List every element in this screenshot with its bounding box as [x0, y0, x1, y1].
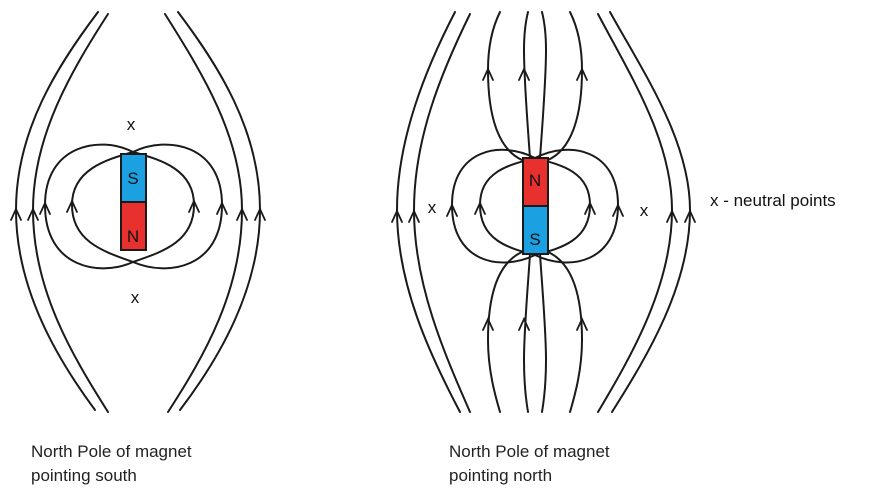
right-caption: North Pole of magnet pointing north	[449, 440, 610, 488]
left-field-line-outer-1	[16, 12, 98, 410]
right-field-line-top-4	[548, 12, 582, 160]
left-diagram: S N x x	[11, 12, 265, 412]
right-magnet-label-s: S	[529, 230, 540, 249]
left-caption-line-1: North Pole of magnet	[31, 440, 192, 464]
right-field-line-bottom-3	[540, 254, 546, 412]
left-loop-outer-left	[45, 145, 133, 269]
right-magnet-label-n: N	[529, 171, 541, 190]
right-field-line-bottom-4	[548, 252, 582, 412]
right-field-line-bottom-1	[488, 252, 522, 412]
left-neutral-point-top: x	[127, 115, 136, 134]
right-field-line-outer-3	[598, 14, 672, 412]
right-neutral-point-right: x	[640, 201, 649, 220]
left-caption-line-2: pointing south	[31, 464, 192, 488]
right-arrow-bottom-2	[519, 319, 529, 330]
right-caption-line-1: North Pole of magnet	[449, 440, 610, 464]
right-neutral-point-left: x	[428, 198, 437, 217]
right-diagram: N S x x	[392, 12, 695, 412]
right-field-line-top-2	[524, 12, 530, 158]
left-magnet-label-n: N	[127, 227, 139, 246]
right-field-line-outer-2	[414, 14, 470, 412]
left-field-line-outer-2	[33, 14, 108, 412]
left-magnet-label-s: S	[127, 169, 138, 188]
right-field-line-bottom-2	[524, 254, 530, 412]
left-caption: North Pole of magnet pointing south	[31, 440, 192, 488]
neutral-points-legend: x - neutral points	[710, 191, 836, 210]
left-neutral-point-bottom: x	[131, 288, 140, 307]
right-field-line-top-3	[540, 12, 546, 158]
right-field-line-top-1	[488, 12, 522, 160]
left-field-line-outer-3	[165, 14, 242, 412]
right-caption-line-2: pointing north	[449, 464, 610, 488]
